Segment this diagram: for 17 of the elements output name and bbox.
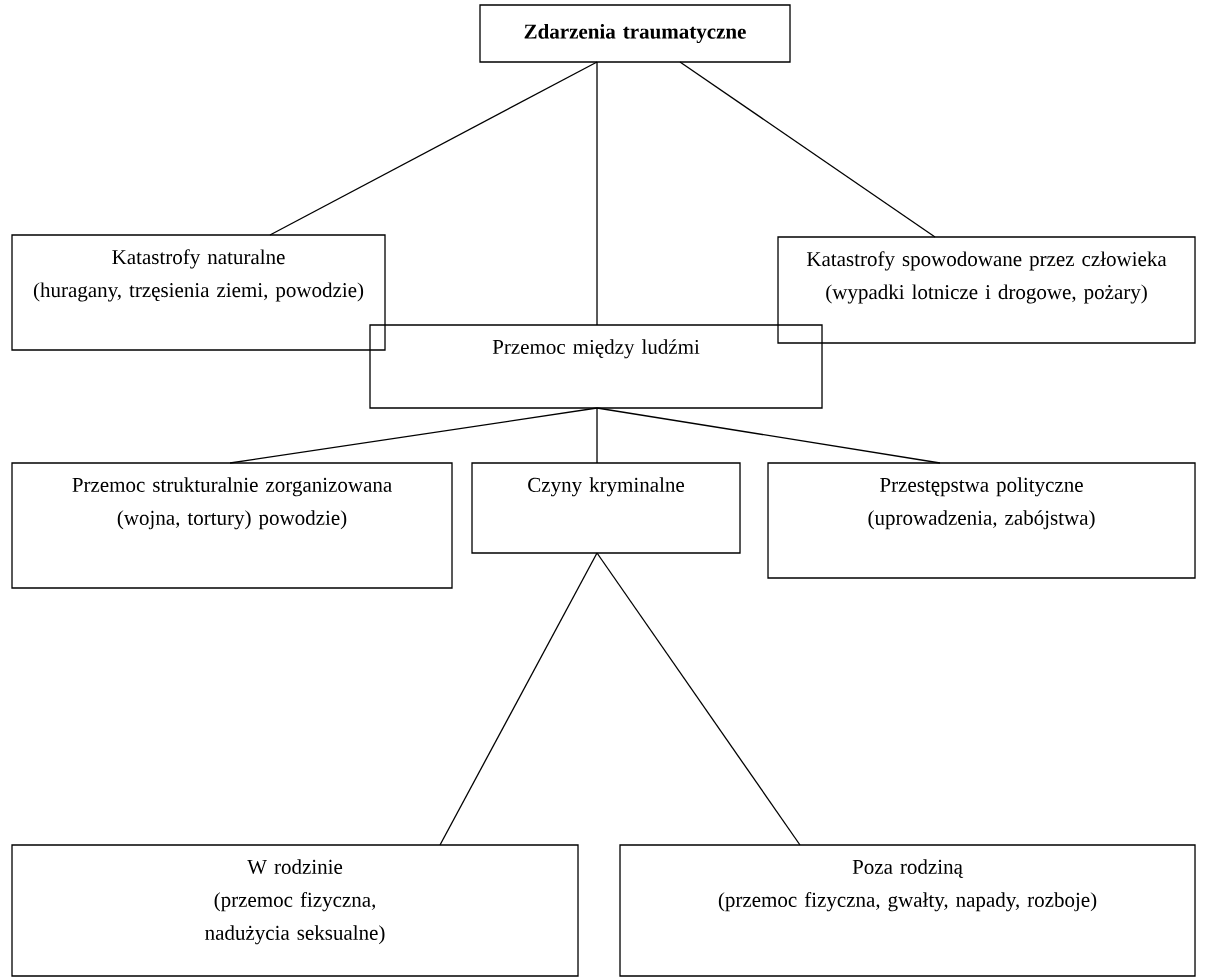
box: Przemoc strukturalnie zorganizowana (wojna, tortury) powodzie) — [11, 462, 453, 589]
connector-line — [229, 407, 598, 464]
box: Zdarzenia traumatyczne — [479, 4, 791, 63]
connector-line — [596, 407, 598, 464]
box: Czyny kryminalne — [471, 462, 741, 554]
box: Katastrofy naturalne (huragany, trzęsienia ziemi, powodzie) — [11, 234, 386, 351]
connector-line — [596, 407, 941, 464]
connector-line — [269, 61, 598, 236]
connector-line — [596, 61, 598, 326]
box: Poza rodziną (przemoc fizyczna, gwałty, napady, rozboje) — [619, 844, 1196, 977]
connector-line — [596, 552, 801, 846]
box: Katastrofy spowodowane przez człowieka (wypadki lotnicze i drogowe, pożary) — [777, 236, 1196, 344]
box: W rodzinie (przemoc fizyczna, nadużycia seksualne) — [11, 844, 579, 977]
connector-line — [439, 552, 598, 846]
box: Przemoc między ludźmi — [369, 324, 823, 409]
connector-line — [679, 61, 936, 238]
box: Przestępstwa polityczne (uprowadzenia, zabójstwa) — [767, 462, 1196, 579]
